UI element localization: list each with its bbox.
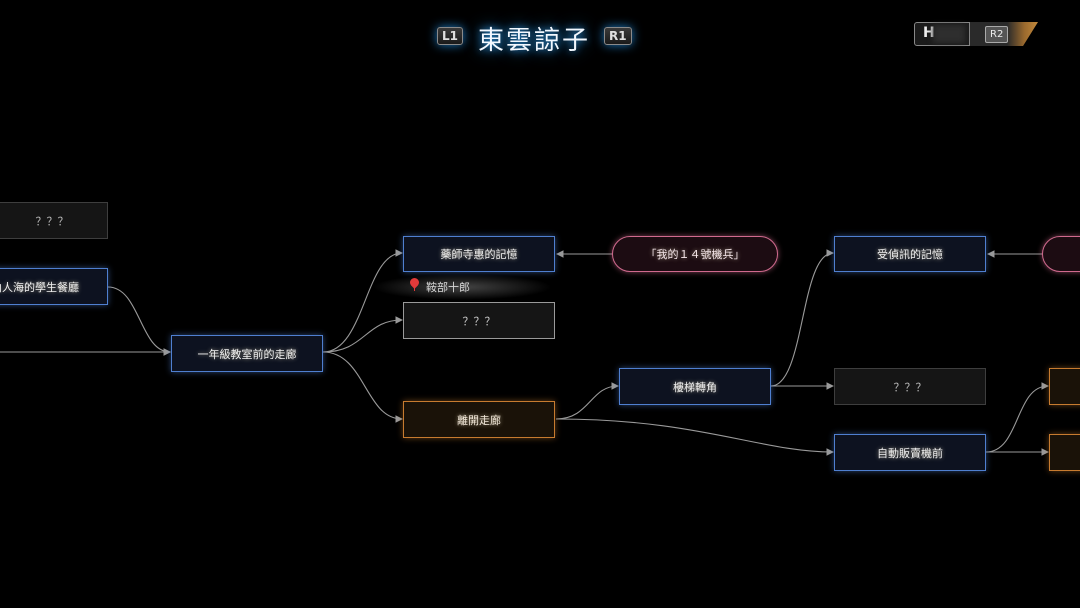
connector-corridor-to-leave [322,351,404,423]
node-interrogated-memory[interactable]: 受偵訊的記憶 [834,236,986,272]
node-label: 自動販賣機前 [877,446,943,460]
page-indicator: H [914,22,970,46]
connector-cafeteria-to-corridor [107,286,172,356]
r1-button[interactable]: R1 [604,27,632,45]
l1-button[interactable]: L1 [437,27,463,45]
node-label: 藥師寺惠的記憶 [440,248,518,261]
r2-tab[interactable]: R2 [970,22,1038,46]
node-leave-corridor[interactable]: 離開走廊 [403,401,555,438]
node-unit14[interactable]: 「我的１４號機兵」 [612,236,778,272]
node-label: 離開走廊 [457,413,501,427]
blurred-region [933,25,965,43]
connector-vending-to-offscreen-upper [985,382,1050,453]
node-label: 樓梯轉角 [673,380,717,394]
character-title: 東雲諒子 [478,26,591,56]
node-label: 山人海的學生餐廳 [0,280,79,294]
page-indicator-label: H [923,25,935,41]
header-bar: L1 東雲諒子 R1 [0,18,1080,58]
connector-leave-to-stairs [555,382,620,420]
connector-leave-to-vending [555,418,835,456]
connector-corridor-to-unknown [322,316,404,353]
node-offscreen-pink[interactable] [1042,236,1080,272]
node-label: ？？？ [893,380,927,394]
node-unknown-mid[interactable]: ？？？ [403,302,555,339]
node-unknown-top-left[interactable]: ？？？ [0,202,108,239]
node-corridor[interactable]: 一年級教室前的走廊 [171,335,323,372]
marker-label: 鞍部十郎 [426,281,470,294]
character-location-marker: 鞍部十郎 [372,272,552,300]
node-cafeteria[interactable]: 山人海的學生餐廳 [0,268,108,305]
page-switcher[interactable]: H R2 [914,22,1038,46]
marker-smoke [372,274,552,300]
node-stairs-corner[interactable]: 樓梯轉角 [619,368,771,405]
node-label: ？？？ [462,314,496,328]
node-yakushiji-memory[interactable]: 藥師寺惠的記憶 [403,236,555,272]
node-offscreen-upper[interactable] [1049,368,1080,405]
node-label: 受偵訊的記憶 [877,248,943,261]
r2-button[interactable]: R2 [985,26,1009,43]
node-vending-machine[interactable]: 自動販賣機前 [834,434,986,471]
node-label: ？？？ [35,214,69,228]
node-unknown-right[interactable]: ？？？ [834,368,986,405]
connector-corridor-to-yakushiji [322,249,404,353]
node-offscreen-lower[interactable] [1049,434,1080,471]
connector-stairs-to-interrogated [770,249,835,387]
location-pin-stem [414,285,415,291]
node-label: 「我的１４號機兵」 [645,248,745,261]
node-label: 一年級教室前的走廊 [197,347,297,361]
